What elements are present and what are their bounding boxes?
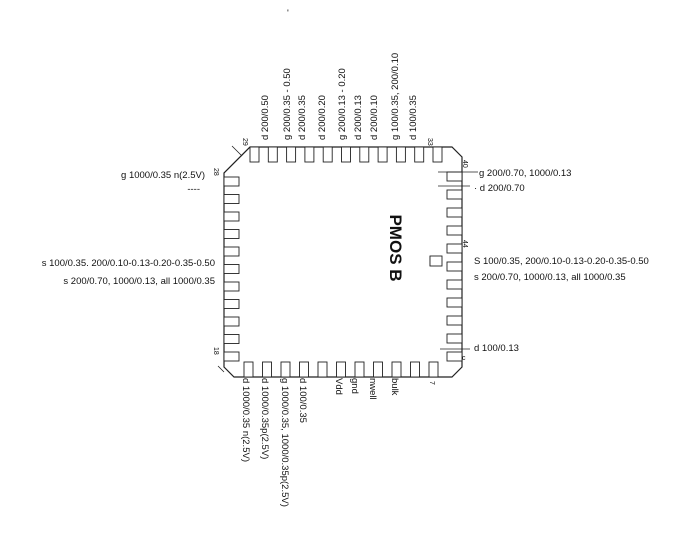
bond-pad-top: [267, 146, 278, 163]
bond-pad-left: [223, 299, 240, 309]
bond-pad-bottom: [280, 361, 291, 378]
top-label-3: d 200/0.35: [297, 95, 308, 140]
bond-pad-top: [322, 146, 333, 163]
bond-pad-right: [446, 351, 463, 362]
bond-pad-left: [223, 229, 240, 239]
pin-number-29: 29: [241, 138, 248, 146]
bond-pad-top: [286, 146, 297, 163]
top-mark: ': [287, 8, 289, 19]
extended-pad-right-s: [429, 255, 443, 267]
bond-pad-left: [223, 281, 240, 292]
bottom-label-3: g 1000/0.35, 1000/0.35p(2.5V): [279, 378, 290, 507]
bond-pad-right: [446, 315, 463, 326]
pin-number-18: 18: [212, 347, 219, 355]
bond-pad-bottom: [428, 361, 439, 378]
chip-corner-chamfer: [223, 146, 251, 174]
bond-pad-left: [223, 264, 240, 274]
bond-pad-left: [223, 211, 240, 222]
bond-pad-right: [446, 243, 463, 254]
bond-pad-bottom: [317, 361, 328, 378]
bond-pad-right: [446, 297, 463, 308]
bond-pad-right: [446, 189, 463, 200]
pads-left: [223, 176, 240, 362]
bond-pad-bottom: [243, 361, 254, 378]
right-label-d-bottom: d 100/0.13: [474, 343, 519, 354]
bond-pad-right: [446, 261, 463, 272]
pads-right: [446, 171, 463, 362]
right-label-s1: S 100/0.35, 200/0.10-0.13-0.20-0.35-0.50: [474, 256, 649, 267]
top-label-2: g 200/0.35 - 0.50: [282, 68, 293, 140]
bond-pad-right: [446, 207, 463, 218]
bond-pad-bottom: [262, 361, 272, 378]
bond-pad-top: [341, 146, 351, 163]
top-label-7: d 200/0.10: [369, 95, 380, 140]
pads-bottom: [243, 361, 439, 378]
top-label-4: d 200/0.20: [317, 95, 328, 140]
bond-pad-top: [432, 146, 443, 163]
bond-pad-right: [446, 171, 463, 182]
top-label-5: g 200/0.13 - 0.20: [337, 68, 348, 140]
right-label-g: g 200/0.70, 1000/0.13: [479, 168, 571, 179]
bond-pad-bottom: [299, 361, 309, 378]
bond-pad-left: [223, 316, 240, 327]
left-label-s1: s 100/0.35. 200/0.10-0.13-0.20-0.35-0.50: [42, 258, 215, 269]
left-label-s2: s 200/0.70, 1000/0.13, all 1000/0.35: [63, 276, 215, 287]
chip-outline: [223, 146, 463, 378]
top-label-6: d 200/0.13: [353, 95, 364, 140]
bottom-label-6: gnd: [349, 378, 360, 394]
pin-number-c: c: [462, 355, 466, 362]
bond-pad-left: [223, 246, 240, 257]
bond-pad-left: [223, 351, 240, 362]
left-label-dash: ----: [187, 184, 200, 195]
bottom-label-8: bulk: [389, 378, 400, 396]
bond-pad-top: [414, 146, 425, 163]
bond-pad-top: [359, 146, 370, 163]
leader-lines: [429, 171, 478, 350]
bond-pad-bottom: [336, 361, 346, 378]
pin-number-28: 28: [212, 168, 219, 176]
corner-tick-top-left: [231, 145, 243, 157]
right-label-s2: s 200/0.70, 1000/0.13, all 1000/0.35: [474, 272, 626, 283]
top-label-8: g 100/0.35, 200/0.10: [390, 53, 401, 140]
pads-top: [249, 146, 443, 163]
bond-pad-left: [223, 334, 240, 344]
bond-pad-top: [249, 146, 260, 163]
bond-pad-top: [304, 146, 315, 163]
chip-title: PMOS B: [386, 214, 405, 281]
bond-pad-bottom: [373, 361, 383, 378]
pin-number-33: 33: [426, 138, 433, 146]
pin-number-7: 7: [428, 381, 435, 385]
top-label-1: d 200/0.50: [260, 95, 271, 140]
bottom-label-4: d 100/0.35: [297, 378, 308, 423]
bond-pad-right: [446, 333, 463, 344]
bond-pad-bottom: [410, 361, 420, 378]
bottom-label-7: nwell: [367, 378, 378, 400]
pin-number-40: 40: [461, 160, 468, 168]
bond-pad-right: [446, 225, 463, 236]
bond-pad-bottom: [354, 361, 365, 378]
top-label-9: d 100/0.35: [408, 95, 419, 140]
corner-tick-bottom-left: [217, 365, 225, 373]
bond-pad-left: [223, 194, 240, 204]
bond-pad-left: [223, 176, 240, 187]
bond-pad-bottom: [391, 361, 402, 378]
bond-pad-right: [446, 279, 463, 290]
bottom-label-5: Vdd: [333, 378, 344, 395]
bond-pad-top: [395, 146, 406, 163]
bottom-label-1: d 1000/0.35 n(2.5V): [240, 378, 251, 462]
pin-number-44: 44: [461, 240, 468, 248]
bond-pad-top: [377, 146, 388, 163]
bottom-label-2: d 1000/0.35p(2.5V): [259, 378, 270, 459]
left-label-g: g 1000/0.35 n(2.5V): [121, 170, 205, 181]
right-label-d: · d 200/0.70: [474, 183, 525, 194]
